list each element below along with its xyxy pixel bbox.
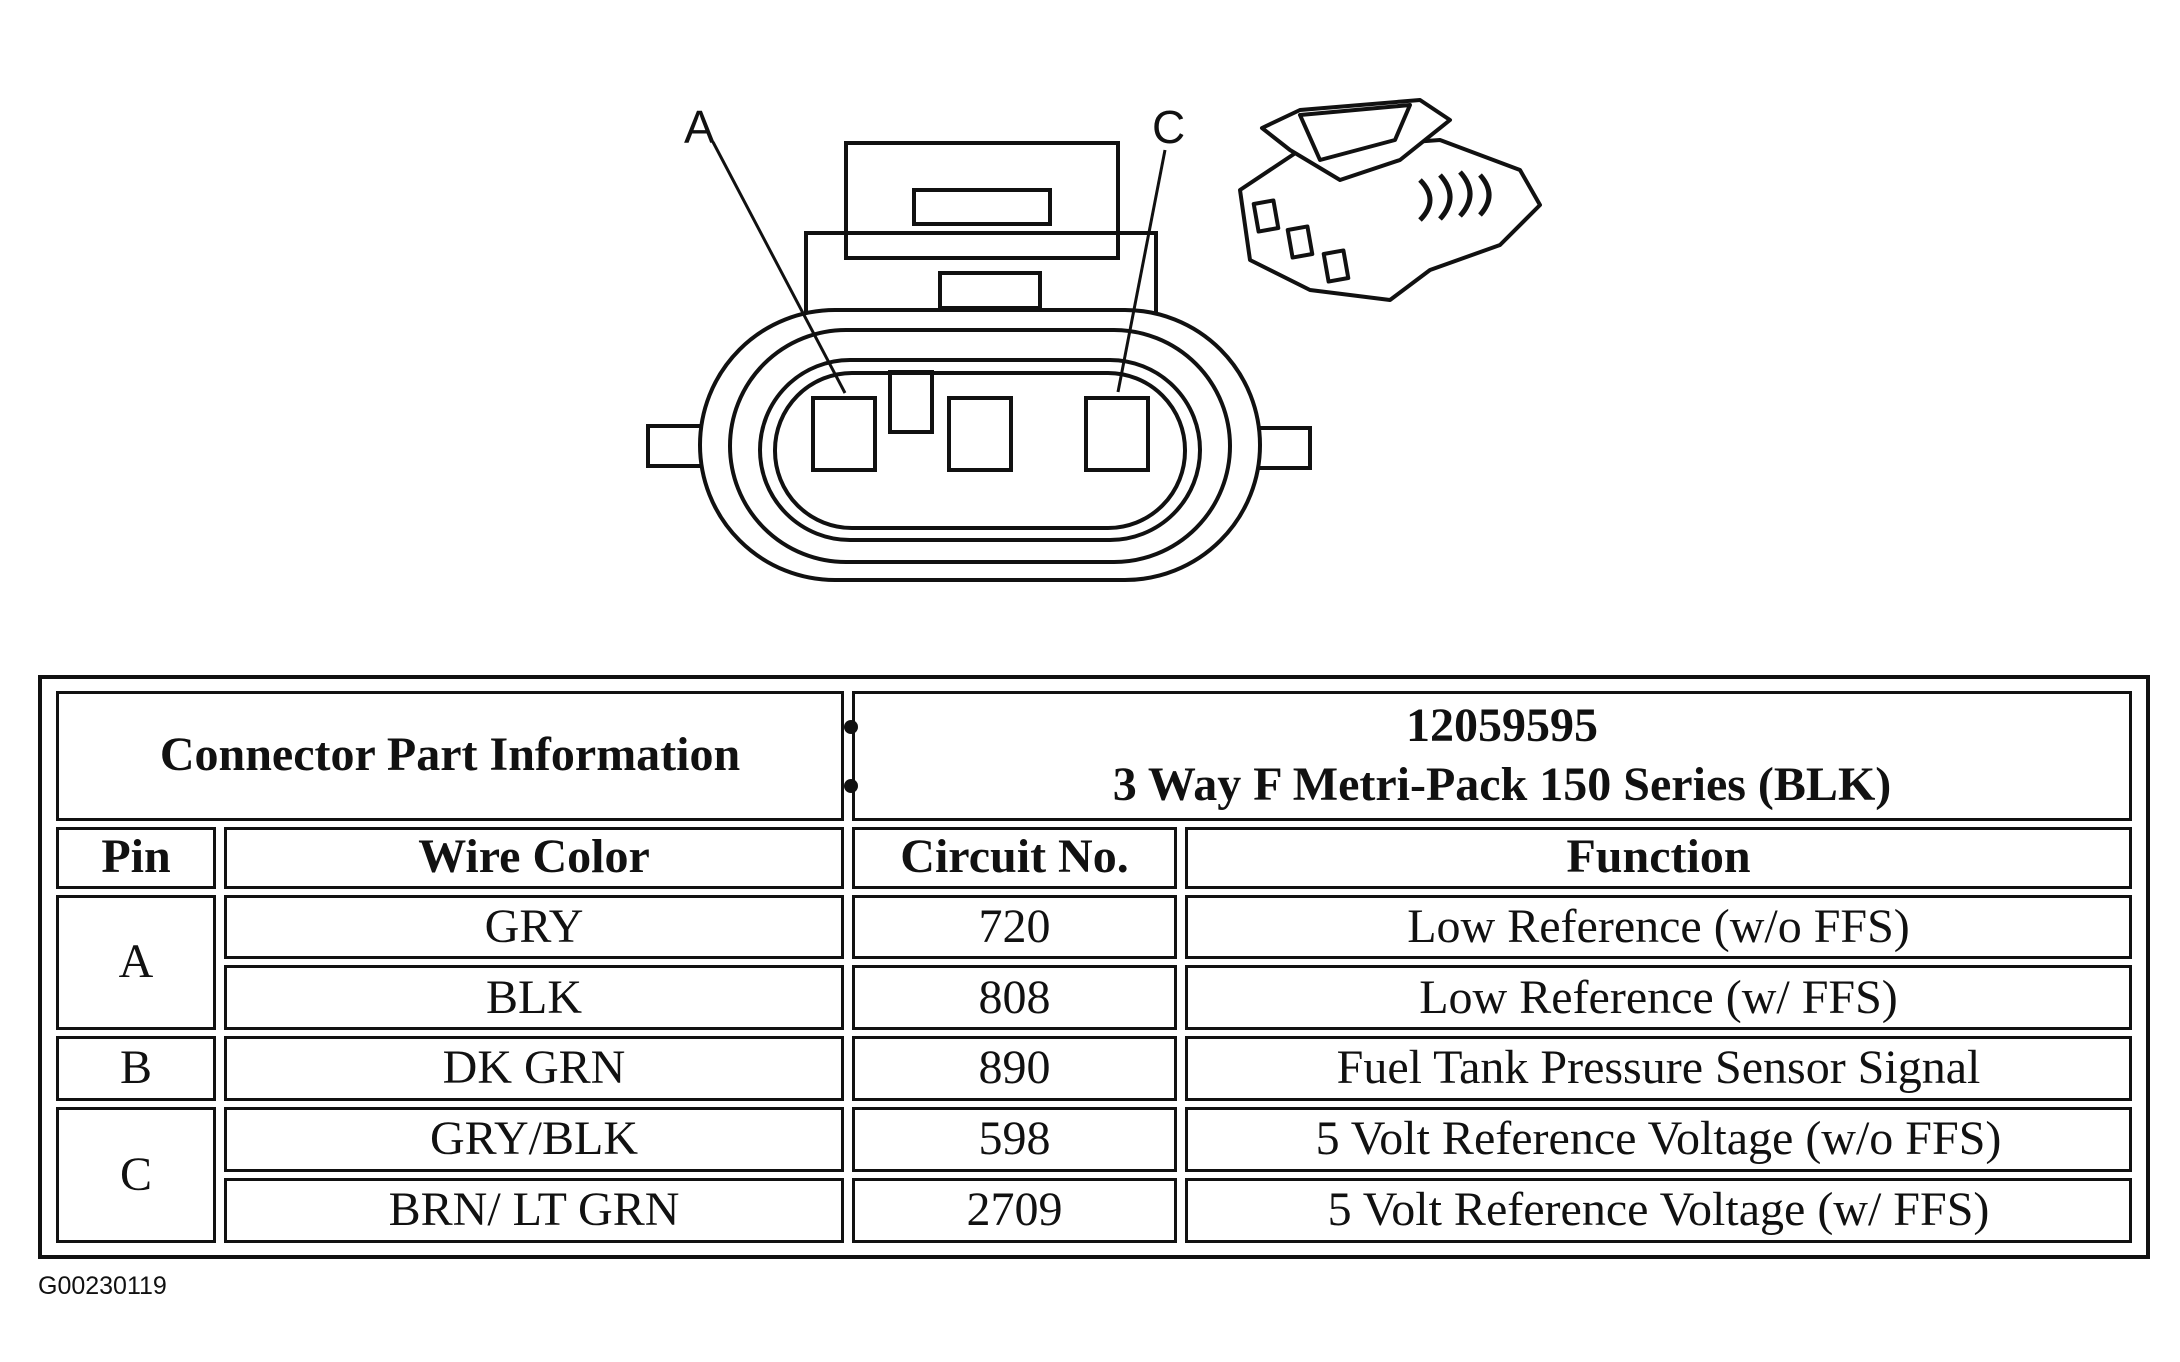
iso-latch-strip bbox=[1298, 103, 1412, 162]
col-header-function: Function bbox=[1185, 826, 2132, 889]
function-cell: Low Reference (w/o FFS) bbox=[1185, 894, 2132, 960]
terminal-b bbox=[947, 396, 1013, 472]
connector-latch-window bbox=[912, 188, 1052, 226]
part-info-cell: 12059595 3 Way F Metri-Pack 150 Series (… bbox=[852, 691, 2132, 821]
leader-line-c bbox=[1116, 149, 1167, 393]
part-info-header: Connector Part Information bbox=[56, 691, 845, 821]
connector-info-table: Connector Part Information 12059595 3 Wa… bbox=[38, 675, 2150, 1259]
wire-color-cell: DK GRN bbox=[224, 1036, 845, 1102]
terminal-a bbox=[811, 396, 877, 472]
function-cell: 5 Volt Reference Voltage (w/o FFS) bbox=[1185, 1107, 2132, 1173]
connector-key bbox=[888, 370, 934, 434]
function-cell: Fuel Tank Pressure Sensor Signal bbox=[1185, 1036, 2132, 1102]
table-row: C GRY/BLK 598 5 Volt Reference Voltage (… bbox=[56, 1107, 2132, 1243]
pin-label-c: C bbox=[1152, 101, 1186, 153]
connector-latch-top bbox=[844, 141, 1120, 260]
part-description: 3 Way F Metri-Pack 150 Series (BLK) bbox=[879, 758, 2125, 812]
connector-body-ring bbox=[728, 328, 1232, 564]
circuit-cell: 2709 bbox=[852, 1178, 1178, 1243]
wire-color-cell: BRN/ LT GRN bbox=[224, 1178, 845, 1243]
table-row: A GRY 720 Low Reference (w/o FFS) bbox=[56, 894, 2132, 1031]
circuit-cell: 720 bbox=[852, 894, 1178, 960]
table-row: B DK GRN 890 Fuel Tank Pressure Sensor S… bbox=[56, 1036, 2132, 1102]
wire-color-cell: GRY bbox=[224, 894, 845, 960]
figure-id: G00230119 bbox=[38, 1272, 167, 1300]
circuit-cell: 808 bbox=[852, 965, 1178, 1031]
leader-line-a bbox=[711, 141, 847, 394]
pin-cell: A bbox=[56, 894, 216, 1031]
iso-wire-seal bbox=[1418, 170, 1492, 222]
table-row: BRN/ LT GRN 2709 5 Volt Reference Voltag… bbox=[56, 1178, 2132, 1243]
wire-color-cell: BLK bbox=[224, 965, 845, 1031]
connector-body-cavity bbox=[773, 371, 1187, 530]
iso-cavity-1 bbox=[1251, 198, 1281, 234]
function-cell: Low Reference (w/ FFS) bbox=[1185, 965, 2132, 1031]
part-number: 12059595 bbox=[879, 699, 2125, 753]
pin-cell: B bbox=[56, 1036, 216, 1102]
iso-cavity-2 bbox=[1285, 224, 1315, 260]
terminal-c bbox=[1084, 396, 1150, 472]
circuit-cell: 890 bbox=[852, 1036, 1178, 1102]
iso-cavity-3 bbox=[1321, 248, 1351, 284]
wire-color-cell: GRY/BLK bbox=[224, 1107, 845, 1173]
circuit-cell: 598 bbox=[852, 1107, 1178, 1173]
connector-body-inner bbox=[758, 358, 1202, 542]
connector-face-drawing bbox=[646, 141, 1312, 582]
connector-isometric-drawing bbox=[1238, 98, 1542, 302]
function-cell: 5 Volt Reference Voltage (w/ FFS) bbox=[1185, 1178, 2132, 1243]
col-header-wire-color: Wire Color bbox=[224, 826, 845, 889]
col-header-circuit: Circuit No. bbox=[852, 826, 1178, 889]
table-row: BLK 808 Low Reference (w/ FFS) bbox=[56, 965, 2132, 1031]
pin-label-a: A bbox=[684, 101, 715, 153]
pin-cell: C bbox=[56, 1107, 216, 1243]
col-header-pin: Pin bbox=[56, 826, 216, 889]
